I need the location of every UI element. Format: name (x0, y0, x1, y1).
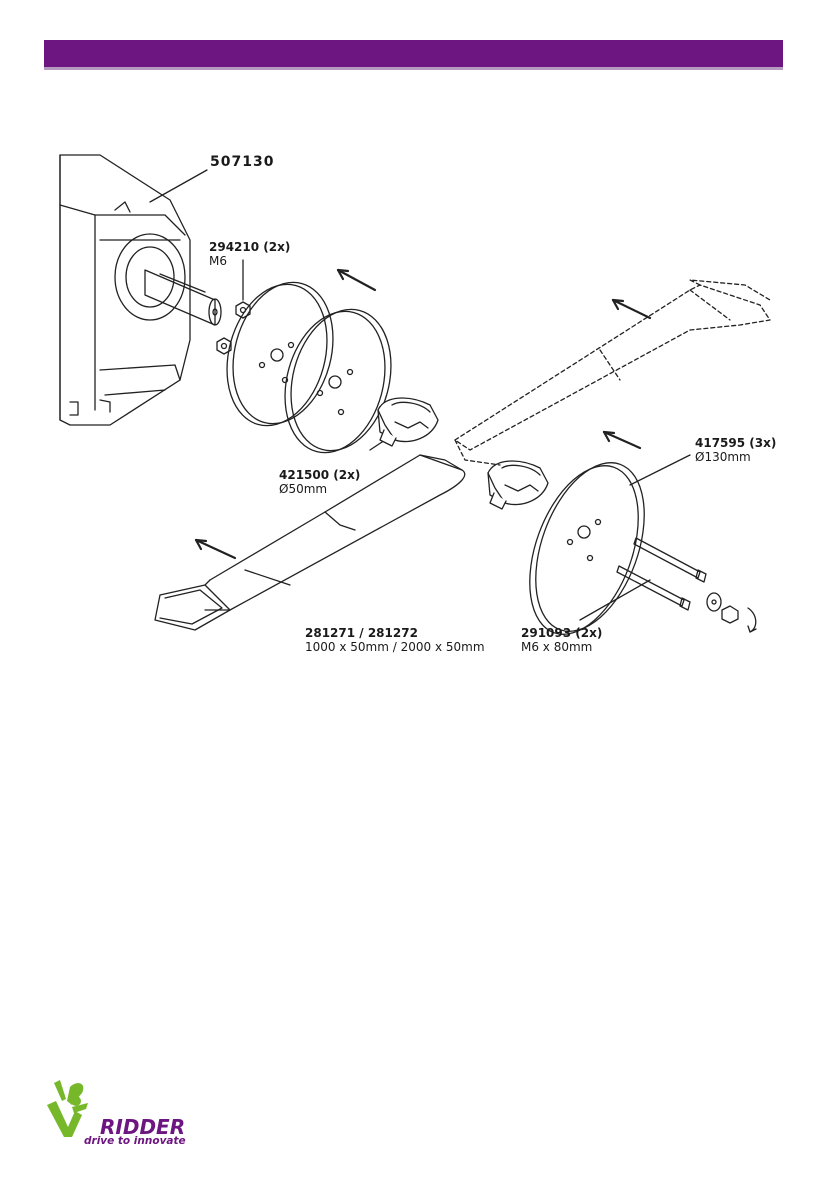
nut-part-number: 294210 (2x) (209, 240, 290, 254)
leader-disc (630, 455, 690, 485)
bolt-part-number: 291093 (2x) (521, 626, 602, 640)
gearbox-housing (60, 155, 190, 425)
exploded-assembly-diagram: 507130 294210 (2x) M6 421500 (2x) Ø50mm … (0, 140, 840, 660)
bolts (617, 538, 756, 632)
disc-label: 417595 (3x) Ø130mm (695, 436, 776, 464)
clamp-spec: Ø50mm (279, 482, 360, 496)
clamp-part-number: 421500 (2x) (279, 468, 360, 482)
clamp-upper (378, 398, 438, 446)
nut-label: 294210 (2x) M6 (209, 240, 290, 268)
gearbox-shaft (145, 270, 221, 325)
strap-part-number: 281271 / 281272 (305, 626, 485, 640)
gearbox-label: 507130 (210, 155, 274, 169)
leader-bolt (580, 580, 650, 620)
disc-part-number: 417595 (3x) (695, 436, 776, 450)
strap-spec: 1000 x 50mm / 2000 x 50mm (305, 640, 485, 654)
disc-front (212, 271, 348, 437)
leader-strap (245, 570, 290, 585)
leader-gearbox (150, 170, 207, 202)
assembly-drawing (0, 140, 840, 660)
bolt-label: 291093 (2x) M6 x 80mm (521, 626, 602, 654)
bolt-spec: M6 x 80mm (521, 640, 602, 654)
gearbox-part-number: 507130 (210, 154, 274, 170)
header-bar (44, 40, 783, 70)
disc-spec: Ø130mm (695, 450, 776, 464)
clamp-lower (488, 461, 548, 509)
strap-label: 281271 / 281272 1000 x 50mm / 2000 x 50m… (305, 626, 485, 654)
brand-tagline: drive to innovate (84, 1135, 186, 1147)
clamp-label: 421500 (2x) Ø50mm (279, 468, 360, 496)
nut-spec: M6 (209, 254, 290, 268)
